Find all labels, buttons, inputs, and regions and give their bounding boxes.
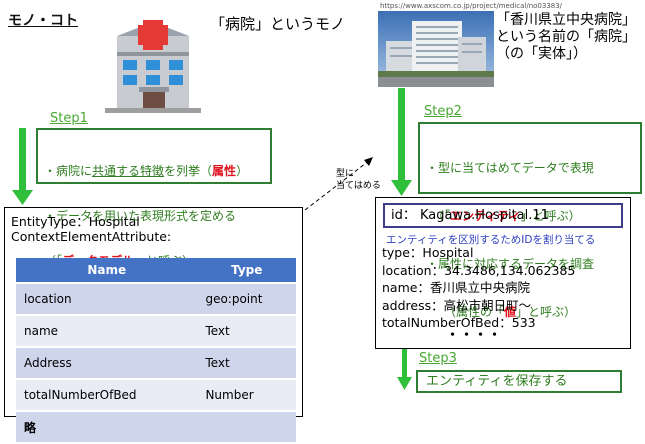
entity-type-header: EntityType：Hospital ContextElementAttrib… [11,214,172,244]
apply-label: 型に 当てはめる [336,169,381,191]
photo-url: https://www.axscom.co.jp/project/medical… [380,2,563,10]
entity-id-note: エンティティを区別するためIDを割り当てる [386,234,596,246]
attr-name: Address [16,347,198,380]
entity-instance-box: id： Kagawa.Hospital.11 エンティティを区別するためIDを割… [375,197,631,349]
table-row: totalNumberOfBed Number [16,379,296,412]
entity-attribute-values: type：Hospital location：34.3486,134.06238… [382,245,576,330]
page-title: モノ・コト [8,13,78,29]
table-row: Address Text [16,347,296,380]
step2-label: Step2 [424,104,462,119]
hospital-caption: 「病院」というモノ [210,15,346,33]
step1-line-2: ・データを用いた表現形式を定める [44,209,237,223]
attr-type: Text [197,347,296,380]
table-row: location geo:point [16,283,296,316]
column-header-name: Name [16,258,198,284]
step2-line-3: ・属性に対応するデータを調査 [426,257,595,271]
real-entity-caption: 「香川県立中央病院」 という名前の「病院」 （の「実体」） [496,12,636,62]
attr-type [197,411,296,444]
step3-box: エンティティを保存する [416,370,622,393]
attr-type: Number [197,379,296,412]
step2-line-2: （「エンティティ」と呼ぶ） [426,209,581,223]
hospital-photo [378,11,494,87]
table-row: 略 [16,411,296,444]
step2-note: ・型に当てはめてデータで表現 （「エンティティ」と呼ぶ） ・属性に対応するデータ… [418,122,642,319]
step1-note: ・病院に共通する特徴を列挙（属性） ・データを用いた表現形式を定める （「データ… [36,128,272,268]
step1-label: Step1 [50,111,88,126]
table-row: name Text [16,315,296,348]
attr-name: totalNumberOfBed [16,379,198,412]
step3-label: Step3 [419,351,457,366]
ellipsis: ・・・・ [446,328,503,343]
attr-name: 略 [16,411,198,444]
attr-name: name [16,315,198,348]
step2-line-4: （属性の「値」と呼ぶ） [426,305,577,319]
step1-line-1: ・病院に共通する特徴を列挙（属性） [44,164,249,178]
entity-id: id： Kagawa.Hospital.11 [383,203,623,228]
step2-line-1: ・型に当てはめてデータで表現 [426,161,594,175]
flow-arrows [12,88,412,390]
attr-type: geo:point [197,283,296,316]
entity-type-box: EntityType：Hospital ContextElementAttrib… [4,207,303,444]
attr-name: location [16,283,198,316]
column-header-type: Type [197,258,296,284]
attribute-table: Name Type location geo:point name Text A… [16,258,296,444]
attr-type: Text [197,315,296,348]
hospital-icon [105,20,201,113]
